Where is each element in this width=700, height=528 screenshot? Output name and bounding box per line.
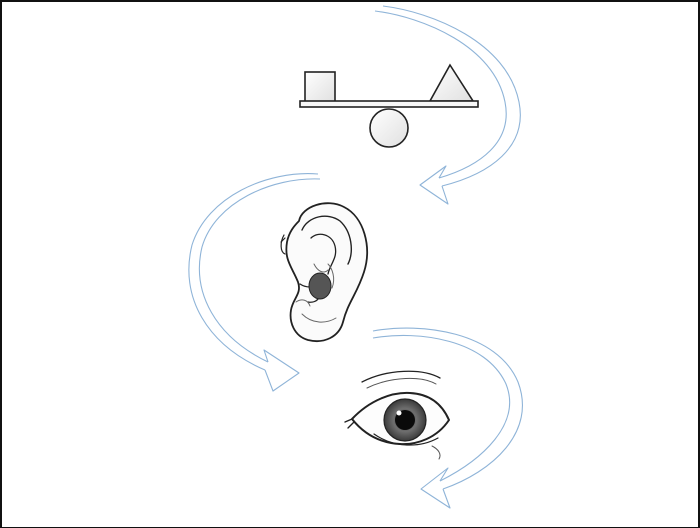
ear-canal xyxy=(309,273,331,299)
triangle-weight xyxy=(430,65,473,101)
fulcrum-circle xyxy=(370,109,408,147)
ear-icon xyxy=(281,203,367,341)
eye-highlight xyxy=(397,411,402,416)
eye-icon xyxy=(345,371,449,459)
square-weight xyxy=(305,72,335,102)
balance-scale-icon xyxy=(300,65,478,147)
balance-beam xyxy=(300,101,478,107)
